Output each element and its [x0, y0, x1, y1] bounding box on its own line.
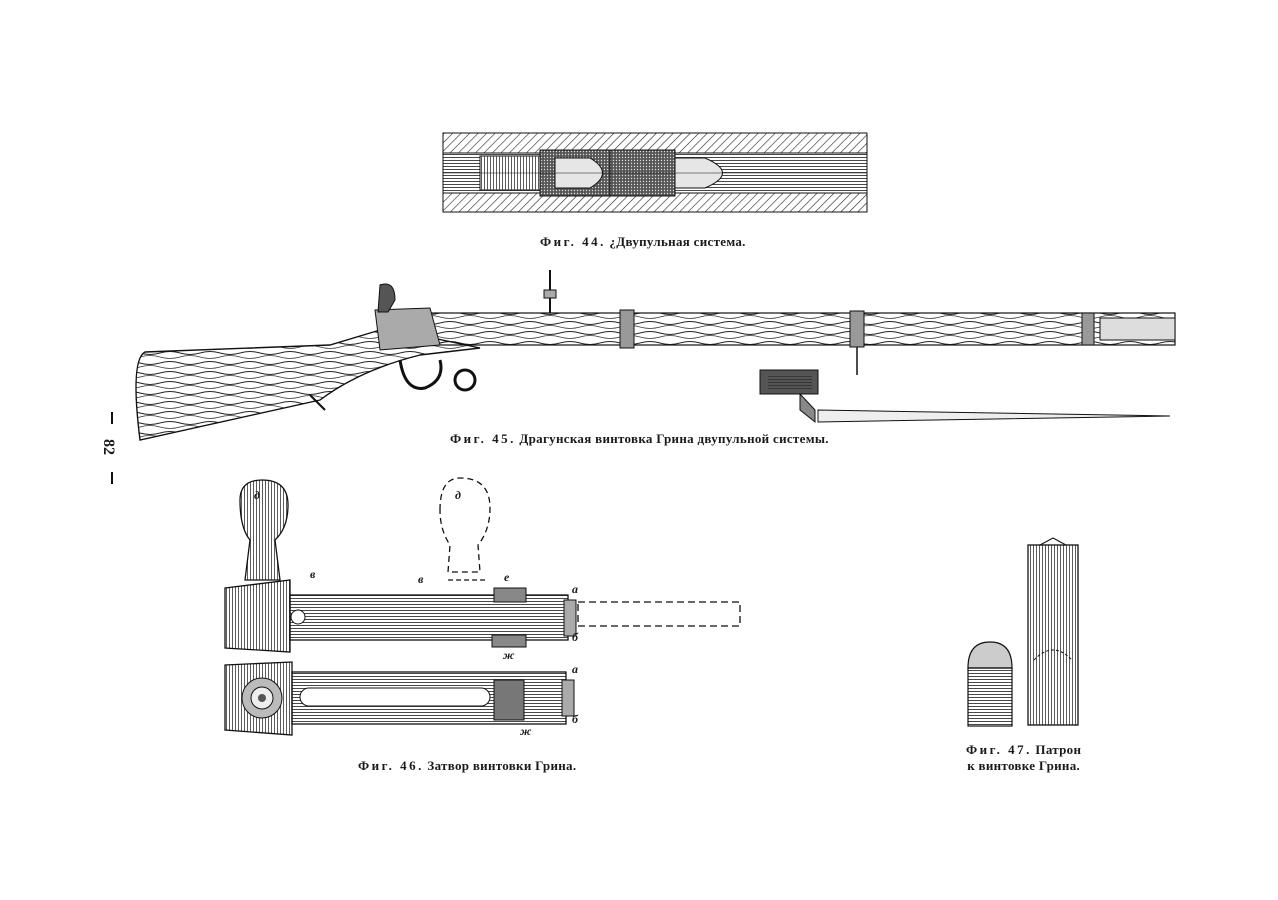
part-letter-e: е: [504, 570, 510, 584]
fig46-title: Затвор винтовки Грина.: [427, 758, 577, 773]
fig44-title: ¿Двупульная система.: [609, 234, 746, 249]
part-letter-v-2: в: [418, 572, 424, 586]
part-letter-d-dashed: д: [455, 488, 461, 502]
fig46-bolt-upper: [224, 477, 741, 653]
fig45-label: Фиг. 45.: [450, 431, 516, 446]
part-letter-b: б: [572, 630, 578, 644]
part-letter-b-2: б: [572, 712, 578, 726]
fig46-label: Фиг. 46.: [358, 758, 424, 773]
fig47-title-line2: к винтовке Грина.: [967, 758, 1081, 773]
fig44-label: Фиг. 44.: [540, 234, 606, 249]
fig46-bolt-lower: [224, 661, 575, 736]
part-letter-a: а: [572, 582, 578, 596]
part-letter-d: д: [254, 488, 260, 502]
fig47-label: Фиг. 47.: [966, 742, 1032, 757]
fig47-title: Патрон: [1035, 742, 1082, 757]
fig44-barrel-section: [442, 132, 868, 213]
fig47-caption: Фиг. 47. Патрон к винтовке Грина.: [966, 742, 1081, 774]
fig44-caption: Фиг. 44. ¿Двупульная система.: [540, 234, 746, 250]
part-letter-v: в: [310, 567, 316, 581]
fig47-cartridge: [967, 537, 1079, 727]
fig45-caption: Фиг. 45. Драгунская винтовка Грина двупу…: [450, 431, 829, 447]
page-number: 82: [100, 439, 117, 455]
part-letter-zh-2: ж: [520, 724, 532, 738]
part-letter-a-2: а: [572, 662, 578, 676]
fig45-rifle: [135, 270, 1176, 441]
fig46-caption: Фиг. 46. Затвор винтовки Грина.: [358, 758, 576, 774]
part-letter-zh: ж: [503, 648, 515, 662]
fig45-title: Драгунская винтовка Грина двупульной сис…: [519, 431, 829, 446]
